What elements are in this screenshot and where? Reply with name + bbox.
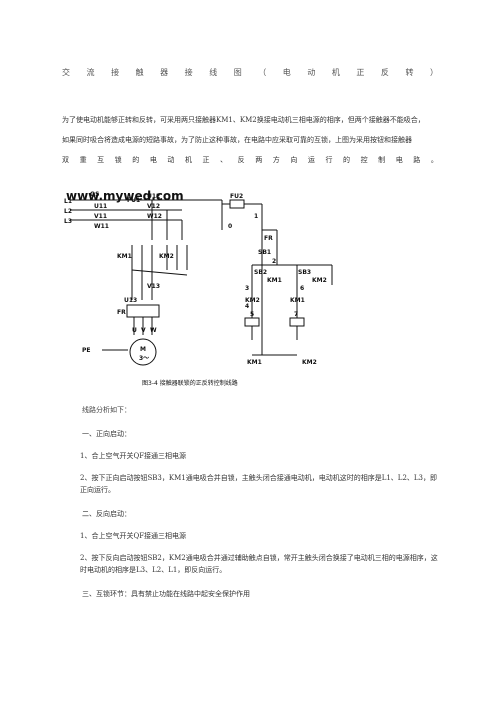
intro-char: 机 xyxy=(184,156,192,164)
intro-char: 反 xyxy=(237,156,245,164)
intro-char: 、 xyxy=(220,156,228,164)
svg-text:KM2: KM2 xyxy=(312,277,327,284)
svg-text:KM1: KM1 xyxy=(290,297,305,304)
intro-char: 互 xyxy=(97,156,105,164)
title-char: 接 xyxy=(184,68,193,77)
title-char: 转 xyxy=(405,68,414,77)
svg-text:3～: 3～ xyxy=(139,355,149,362)
svg-text:V13: V13 xyxy=(147,283,160,290)
svg-text:0: 0 xyxy=(228,223,232,230)
svg-text:FU1: FU1 xyxy=(127,197,140,204)
watermark-text: www.mywed.com xyxy=(66,190,184,203)
page-title: 交 流 接 触 器 接 线 图 （ 电 动 机 正 反 转 ） xyxy=(62,67,438,78)
title-char: （ xyxy=(258,68,267,77)
intro-char: 路 xyxy=(413,156,421,164)
intro-paragraph: 为了使电动机能够正转和反转，可采用两只接触器KM1、KM2换接电动机三相电源的相… xyxy=(62,110,438,170)
intro-char: 正 xyxy=(202,156,210,164)
intro-char: 电 xyxy=(395,156,403,164)
intro-line-spread: 双 重 互 锁 的 电 动 机 正 、 反 两 方 向 运 行 的 控 制 电 路 。 xyxy=(62,150,438,170)
svg-text:U12: U12 xyxy=(147,193,160,200)
svg-text:6: 6 xyxy=(300,285,304,292)
svg-text:V11: V11 xyxy=(94,213,107,220)
title-char: 动 xyxy=(307,68,316,77)
title-char: 反 xyxy=(380,68,389,77)
svg-text:KM1: KM1 xyxy=(117,253,132,260)
intro-char: 电 xyxy=(149,156,157,164)
svg-text:KM2: KM2 xyxy=(159,253,174,260)
title-char: 图 xyxy=(233,68,242,77)
svg-text:W12: W12 xyxy=(147,213,162,220)
svg-text:U: U xyxy=(132,327,137,334)
svg-text:M: M xyxy=(140,346,146,353)
svg-text:W11: W11 xyxy=(94,223,109,230)
title-char: 流 xyxy=(86,68,95,77)
circuit-diagram: www.mywed.com L1 L2 L3 QS U11 V11 W11 U1… xyxy=(64,190,333,387)
section-heading: 三、互锁环节：具有禁止功能在线路中起安全保护作用 xyxy=(82,590,250,598)
svg-text:3: 3 xyxy=(245,285,249,292)
intro-char: 方 xyxy=(272,156,280,164)
analysis-title: 线路分析如下： xyxy=(82,406,131,414)
svg-text:U13: U13 xyxy=(124,297,137,304)
section-item: 2、按下反向启动按钮SB2，KM2通电吸合并通过辅助触点自锁，常开主触头闭合换接… xyxy=(80,554,438,574)
svg-text:1: 1 xyxy=(254,213,258,220)
svg-text:5: 5 xyxy=(250,311,254,318)
svg-text:L3: L3 xyxy=(64,218,72,225)
intro-char: 动 xyxy=(167,156,175,164)
intro-char: 制 xyxy=(378,156,386,164)
section-heading: 一、正向启动： xyxy=(82,430,131,438)
svg-text:PE: PE xyxy=(82,347,91,354)
svg-text:W: W xyxy=(150,327,157,334)
svg-text:U11: U11 xyxy=(94,203,107,210)
section-item: 1、合上空气开关QF接通三相电源 xyxy=(80,452,187,460)
svg-text:4: 4 xyxy=(245,303,249,310)
svg-text:FU2: FU2 xyxy=(230,193,243,200)
intro-char: 两 xyxy=(255,156,263,164)
intro-char: 重 xyxy=(79,156,87,164)
svg-text:L1: L1 xyxy=(64,198,72,205)
svg-text:KM1: KM1 xyxy=(267,277,282,284)
title-char: ） xyxy=(429,68,438,77)
svg-text:KM1: KM1 xyxy=(247,359,262,366)
svg-text:SB2: SB2 xyxy=(254,269,267,276)
intro-char: 双 xyxy=(62,156,69,164)
svg-text:V12: V12 xyxy=(147,203,160,210)
intro-char: 锁 xyxy=(114,156,122,164)
intro-char: 行 xyxy=(325,156,333,164)
svg-text:SB3: SB3 xyxy=(298,269,311,276)
intro-char: 控 xyxy=(360,156,368,164)
title-char: 交 xyxy=(62,68,70,77)
svg-text:KM2: KM2 xyxy=(245,297,260,304)
svg-text:QS: QS xyxy=(90,191,99,198)
title-char: 线 xyxy=(209,68,218,77)
title-char: 正 xyxy=(356,68,365,77)
intro-char: 。 xyxy=(430,156,438,164)
svg-text:FR: FR xyxy=(264,235,273,242)
svg-text:7: 7 xyxy=(294,311,298,318)
title-char: 触 xyxy=(135,68,144,77)
intro-char: 运 xyxy=(307,156,315,164)
diagram-caption: 图3-4 接触器联锁的正反转控制线路 xyxy=(142,379,238,387)
intro-char: 向 xyxy=(290,156,298,164)
svg-text:KM2: KM2 xyxy=(302,359,317,366)
svg-text:FR: FR xyxy=(117,309,126,316)
svg-text:V: V xyxy=(141,327,146,334)
section-item: 1、合上空气开关QF接通三相电源 xyxy=(80,532,187,540)
intro-char: 的 xyxy=(343,156,350,164)
title-char: 器 xyxy=(160,68,169,77)
title-char: 电 xyxy=(282,68,291,77)
intro-char: 的 xyxy=(132,156,140,164)
svg-text:SB1: SB1 xyxy=(258,249,271,256)
section-heading: 二、反向启动： xyxy=(82,510,131,518)
svg-text:2: 2 xyxy=(272,258,276,265)
title-char: 机 xyxy=(331,68,340,77)
sections: 一、正向启动： 1、合上空气开关QF接通三相电源 2、按下正向启动按钮SB3，K… xyxy=(62,428,438,600)
section-item: 2、按下正向启动按钮SB3，KM1通电吸合并自锁，主触头闭合接通电动机，电动机这… xyxy=(80,474,438,494)
intro-line: 如果同时吸合将造成电源的短路事故，为了防止这种事故，在电路中应采取可靠的互锁，上… xyxy=(62,136,412,144)
intro-line: 为了使电动机能够正转和反转，可采用两只接触器KM1、KM2换接电动机三相电源的相… xyxy=(62,116,425,124)
title-char: 接 xyxy=(111,68,120,77)
svg-text:L2: L2 xyxy=(64,208,72,215)
